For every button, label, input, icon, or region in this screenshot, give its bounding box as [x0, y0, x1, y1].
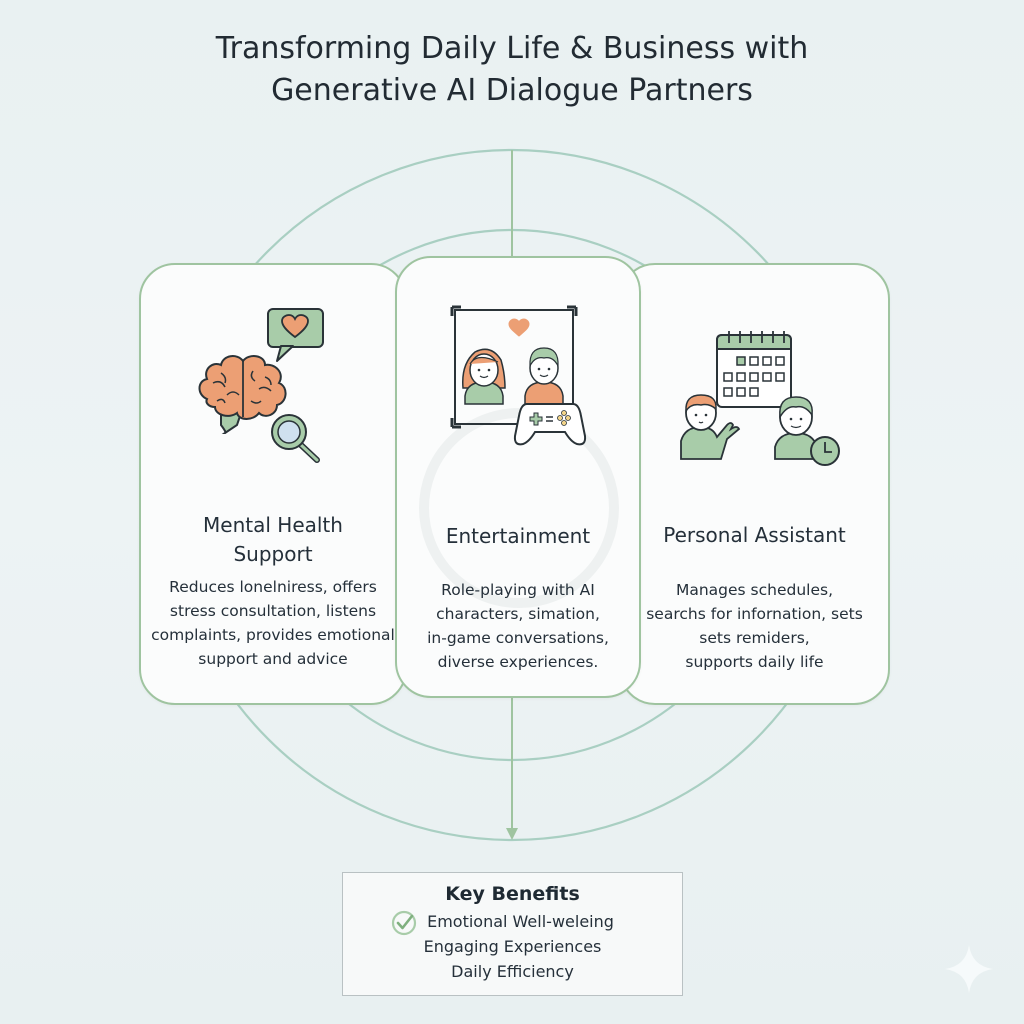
brain-heart-magnifier-icon — [141, 303, 405, 467]
heading-line: Personal Assistant — [663, 523, 846, 547]
description-line: Role-playing with AI — [441, 581, 595, 599]
title-line-2: Generative AI Dialogue Partners — [271, 73, 753, 108]
card-personal-assistant: Personal Assistant Manages schedules, se… — [619, 263, 890, 705]
key-benefits-heading: Key Benefits — [445, 883, 580, 905]
card-entertainment: Entertainment Role-playing with AI chara… — [395, 256, 641, 698]
description-line: sets remiders, — [699, 629, 810, 647]
sparkle-icon — [945, 945, 993, 993]
check-circle-icon — [391, 910, 417, 936]
description-line: support and advice — [198, 650, 348, 668]
description-line: characters, simation, — [436, 605, 600, 623]
description-line: supports daily life — [685, 653, 824, 671]
description-line: Manages schedules, — [675, 581, 834, 599]
description-line: in-game conversations, — [427, 629, 609, 647]
description-line: diverse experiences. — [437, 653, 599, 671]
benefit-item: Emotional Well-weleing — [427, 912, 614, 931]
description-line: searchs for infornation, sets — [646, 605, 863, 623]
heading-line: Support — [233, 542, 313, 566]
heading-line: Entertainment — [445, 524, 591, 548]
card-heading: Mental Health Support — [141, 511, 405, 569]
card-mental-health: Mental Health Support Reduces lonelnires… — [139, 263, 407, 705]
benefit-item: Daily Efficiency — [451, 962, 574, 981]
calendar-people-clock-icon — [621, 329, 888, 473]
description-line: stress consultation, listens — [169, 602, 377, 620]
card-heading: Personal Assistant — [621, 521, 888, 550]
card-description: Manages schedules, searchs for infornati… — [621, 578, 888, 674]
benefit-item: Engaging Experiences — [423, 937, 602, 956]
heading-line: Mental Health — [203, 513, 343, 537]
title-line-1: Transforming Daily Life & Business with — [215, 31, 809, 66]
description-line: complaints, provides emotional — [151, 626, 395, 644]
description-line: Reduces lonelniress, offers — [169, 578, 377, 596]
arrow-head-icon — [506, 828, 518, 840]
key-benefits-box: Key Benefits Emotional Well-weleing Enga… — [342, 872, 683, 996]
card-description: Reduces lonelniress, offers stress consu… — [141, 575, 405, 671]
page-title: Transforming Daily Life & Business with … — [0, 28, 1024, 112]
card-heading: Entertainment — [397, 522, 639, 551]
couple-photo-game-controller-icon — [397, 304, 639, 458]
card-description: Role-playing with AI characters, simatio… — [397, 578, 639, 674]
